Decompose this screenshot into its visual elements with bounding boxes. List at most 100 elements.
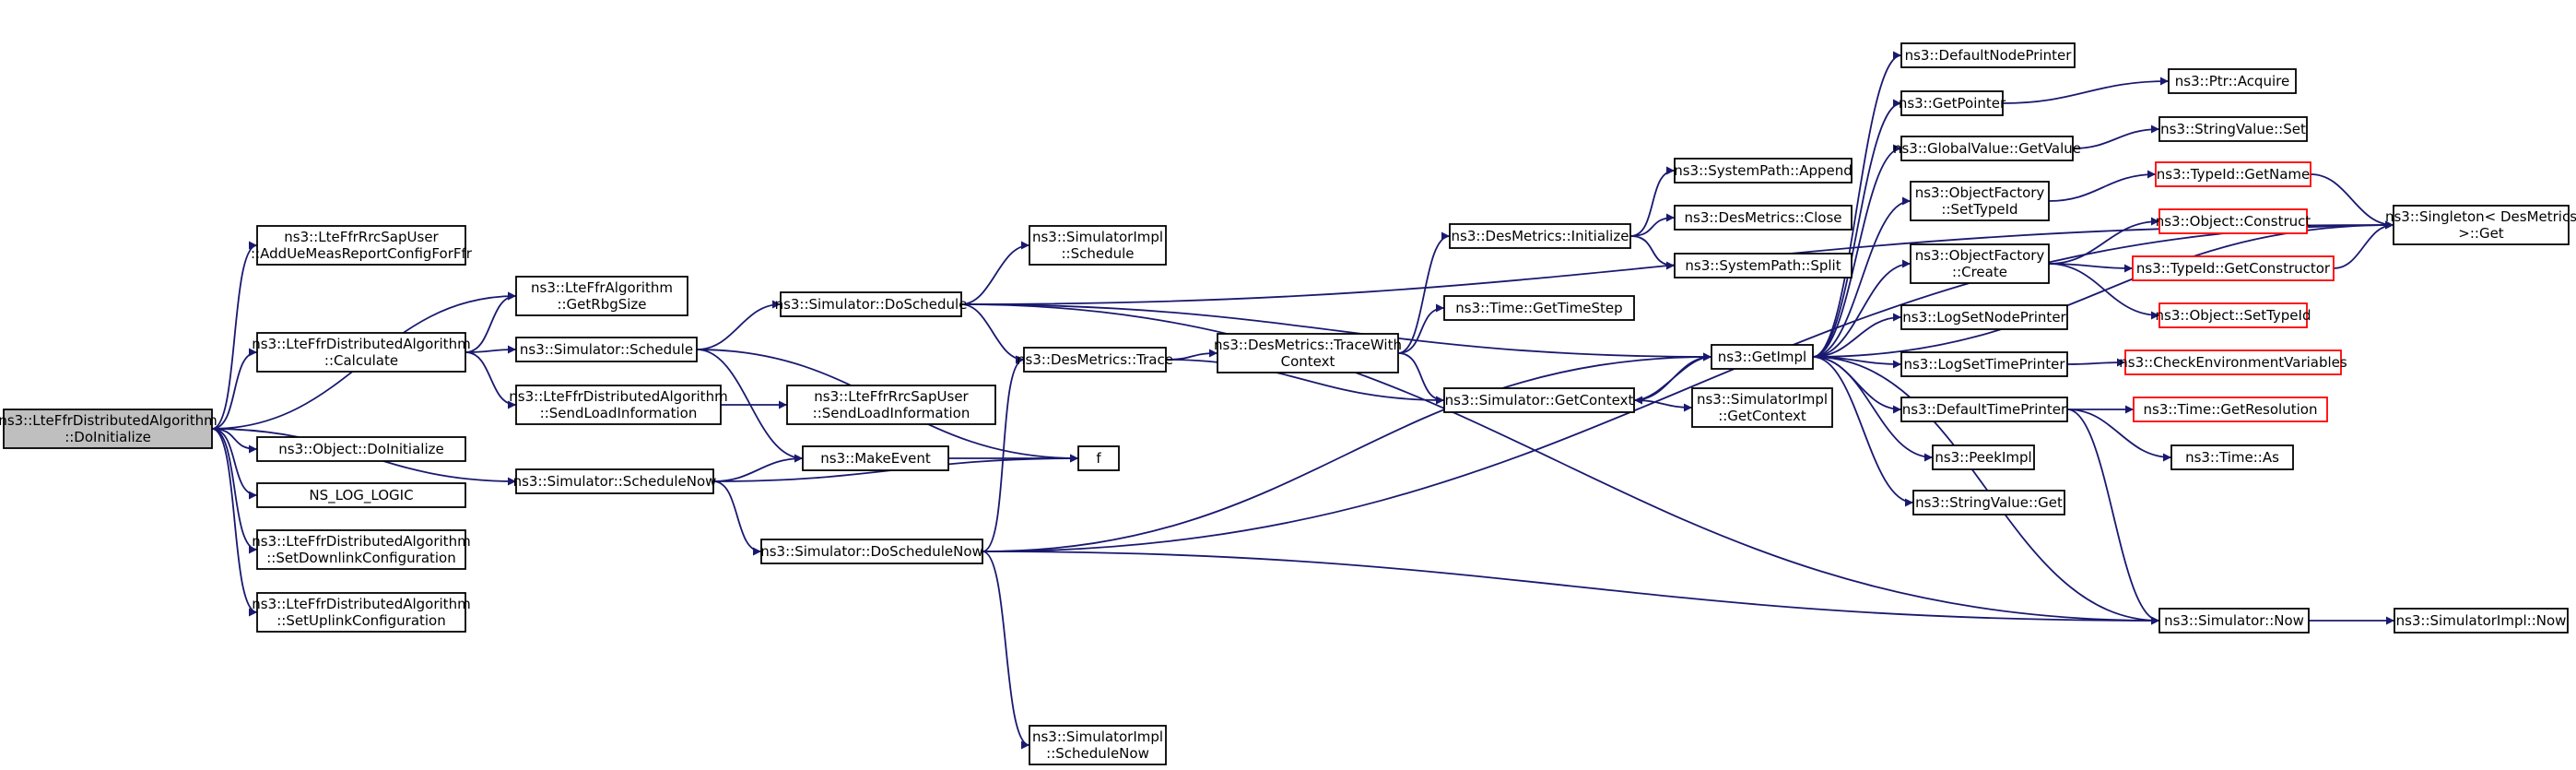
node-label: ns3::ObjectFactory [1915,247,2045,264]
node-label: ::AddUeMeasReportConfigForFfr [251,245,473,262]
call-edge [1812,259,1911,358]
node-gvget[interactable]: ns3::GlobalValue::GetValue [1893,136,2081,161]
call-edge [2066,358,2126,367]
node-box [1674,253,1853,278]
edge-ofcreate-to-objconstruct [2048,217,2160,265]
node-doschednow[interactable]: ns3::Simulator::DoScheduleNow [760,539,983,564]
node-setdl[interactable]: ns3::LteFfrDistributedAlgorithm::SetDown… [252,529,471,570]
edge-doschedule-to-simimplsched [960,241,1030,305]
node-setul[interactable]: ns3::LteFfrDistributedAlgorithm::SetUpli… [252,592,471,633]
node-schednow[interactable]: ns3::Simulator::ScheduleNow [513,468,717,494]
node-svget[interactable]: ns3::StringValue::Get [1912,490,2065,515]
node-logtime[interactable]: ns3::LogSetTimePrinter [1900,351,2068,377]
node-desinit[interactable]: ns3::DesMetrics::Initialize [1449,223,1631,249]
call-edge [211,348,258,430]
node-label: ns3::SimulatorImpl::Now [2396,612,2567,629]
node-box [1029,225,1167,266]
node-split[interactable]: ns3::SystemPath::Split [1674,253,1853,278]
edge-tidname-to-singleton [2310,173,2394,230]
edge-desinit-to-split [1629,235,1676,270]
node-append[interactable]: ns3::SystemPath::Append [1674,158,1853,184]
node-label: ::SetDownlinkConfiguration [266,550,456,566]
call-edge [2066,409,2160,625]
node-label: ns3::DefaultNodePrinter [1905,47,2073,64]
node-rbg[interactable]: ns3::LteFfrAlgorithm::GetRbgSize [515,276,688,316]
node-calc[interactable]: ns3::LteFfrDistributedAlgorithm::Calcula… [252,332,471,373]
node-tidctor[interactable]: ns3::TypeId::GetConstructor [2132,255,2335,281]
node-label: ns3::Simulator::Now [2164,612,2304,629]
node-checkenv[interactable]: ns3::CheckEnvironmentVariables [2119,349,2347,375]
node-label: ns3::DefaultTimePrinter [1902,401,2067,418]
node-sendload[interactable]: ns3::LteFfrDistributedAlgorithm::SendLoa… [509,385,728,425]
call-edge [982,220,2394,552]
node-box [1900,304,2068,330]
call-edge [1812,144,1902,358]
node-nslog[interactable]: NS_LOG_LOGIC [256,482,466,508]
node-tidname[interactable]: ns3::TypeId::GetName [2155,161,2311,187]
node-ptracq[interactable]: ns3::Ptr::Acquire [2168,68,2297,94]
node-getimpl[interactable]: ns3::GetImpl [1711,344,1814,370]
node-simimplsched[interactable]: ns3::SimulatorImpl::Schedule [1029,225,1167,266]
node-doinit[interactable]: ns3::Object::DoInitialize [256,436,466,462]
node-label: ns3::SimulatorImpl [1032,229,1163,245]
node-svset[interactable]: ns3::StringValue::Set [2158,116,2308,142]
call-edge [465,291,517,353]
node-doschedule[interactable]: ns3::Simulator::DoSchedule [775,291,968,317]
node-defnode[interactable]: ns3::DefaultNodePrinter [1900,42,2076,68]
node-simimplnow[interactable]: ns3::SimulatorImpl::Now [2394,608,2569,634]
edge-doschednow-to-simimplschednow [982,551,1030,750]
node-label: ns3::GlobalValue::GetValue [1893,140,2081,157]
edge-getimpl-to-peekimpl [1812,356,1934,462]
node-simimplschednow[interactable]: ns3::SimulatorImpl::ScheduleNow [1029,725,1167,765]
node-ofcreate[interactable]: ns3::ObjectFactory::Create [1910,243,2050,284]
node-objsettype[interactable]: ns3::Object::SetTypeId [2156,302,2311,328]
node-label: ns3::Simulator::GetContext [1445,392,1634,409]
edge-doschednow-to-destrace [982,355,1025,552]
node-makeevent[interactable]: ns3::MakeEvent [802,445,949,471]
node-getpointer[interactable]: ns3::GetPointer [1899,90,2006,116]
call-edge [982,355,1025,552]
node-label: ns3::Time::GetTimeStep [1455,300,1622,316]
node-getcontext[interactable]: ns3::Simulator::GetContext [1443,387,1635,413]
node-label: ::ScheduleNow [1046,745,1149,762]
node-timestep[interactable]: ns3::Time::GetTimeStep [1443,295,1635,321]
call-edge [1165,349,1218,361]
node-objconstruct[interactable]: ns3::Object::Construct [2156,208,2311,234]
node-box [2158,608,2310,634]
node-timeas[interactable]: ns3::Time::As [2170,444,2294,470]
node-ofsettype[interactable]: ns3::ObjectFactory::SetTypeId [1910,181,2050,221]
node-timeres[interactable]: ns3::Time::GetResolution [2133,397,2328,422]
node-label: ns3::DesMetrics::Trace [1017,351,1173,368]
edge-calc-to-schedule [465,345,517,354]
node-singleton[interactable]: ns3::Singleton< DesMetrics >::Get [2385,205,2576,245]
node-label: ns3::Object::DoInitialize [278,441,443,457]
edge-doschednow-to-simnow [982,551,2160,625]
node-desclose[interactable]: ns3::DesMetrics::Close [1674,205,1853,231]
node-label: ns3::SimulatorImpl [1032,729,1163,745]
node-f[interactable]: f [1077,445,1120,471]
node-peekimpl[interactable]: ns3::PeekImpl [1932,444,2035,470]
node-root[interactable]: ns3::LteFfrDistributedAlgorithm::DoIniti… [0,409,218,449]
edge-root-to-nslog [211,428,258,500]
node-addue[interactable]: ns3::LteFfrRrcSapUser::AddUeMeasReportCo… [251,225,473,266]
edge-calc-to-sendload [465,351,517,409]
edge-schedule-to-makeevent [696,349,804,463]
node-simnow[interactable]: ns3::Simulator::Now [2158,608,2310,634]
node-label: ns3::LteFfrAlgorithm [531,279,673,296]
node-rrcsend[interactable]: ns3::LteFfrRrcSapUser::SendLoadInformati… [786,385,996,425]
node-destrace[interactable]: ns3::DesMetrics::Trace [1017,347,1173,373]
edge-destrace-to-getcontext [1165,359,1445,405]
edge-getimpl-to-gvget [1812,144,1902,358]
edge-doschednow-to-singleton [982,220,2394,552]
node-simimplctx[interactable]: ns3::SimulatorImpl::GetContext [1691,387,1833,428]
node-label: ns3::SystemPath::Split [1685,257,1841,274]
node-deftime[interactable]: ns3::DefaultTimePrinter [1900,397,2068,422]
node-box [1912,490,2065,515]
node-box [2158,116,2308,142]
edge-logtime-to-checkenv [2066,358,2126,367]
node-schedule[interactable]: ns3::Simulator::Schedule [515,337,698,362]
node-lognode[interactable]: ns3::LogSetNodePrinter [1900,304,2068,330]
node-label: NS_LOG_LOGIC [309,487,413,504]
node-box [1900,397,2068,422]
